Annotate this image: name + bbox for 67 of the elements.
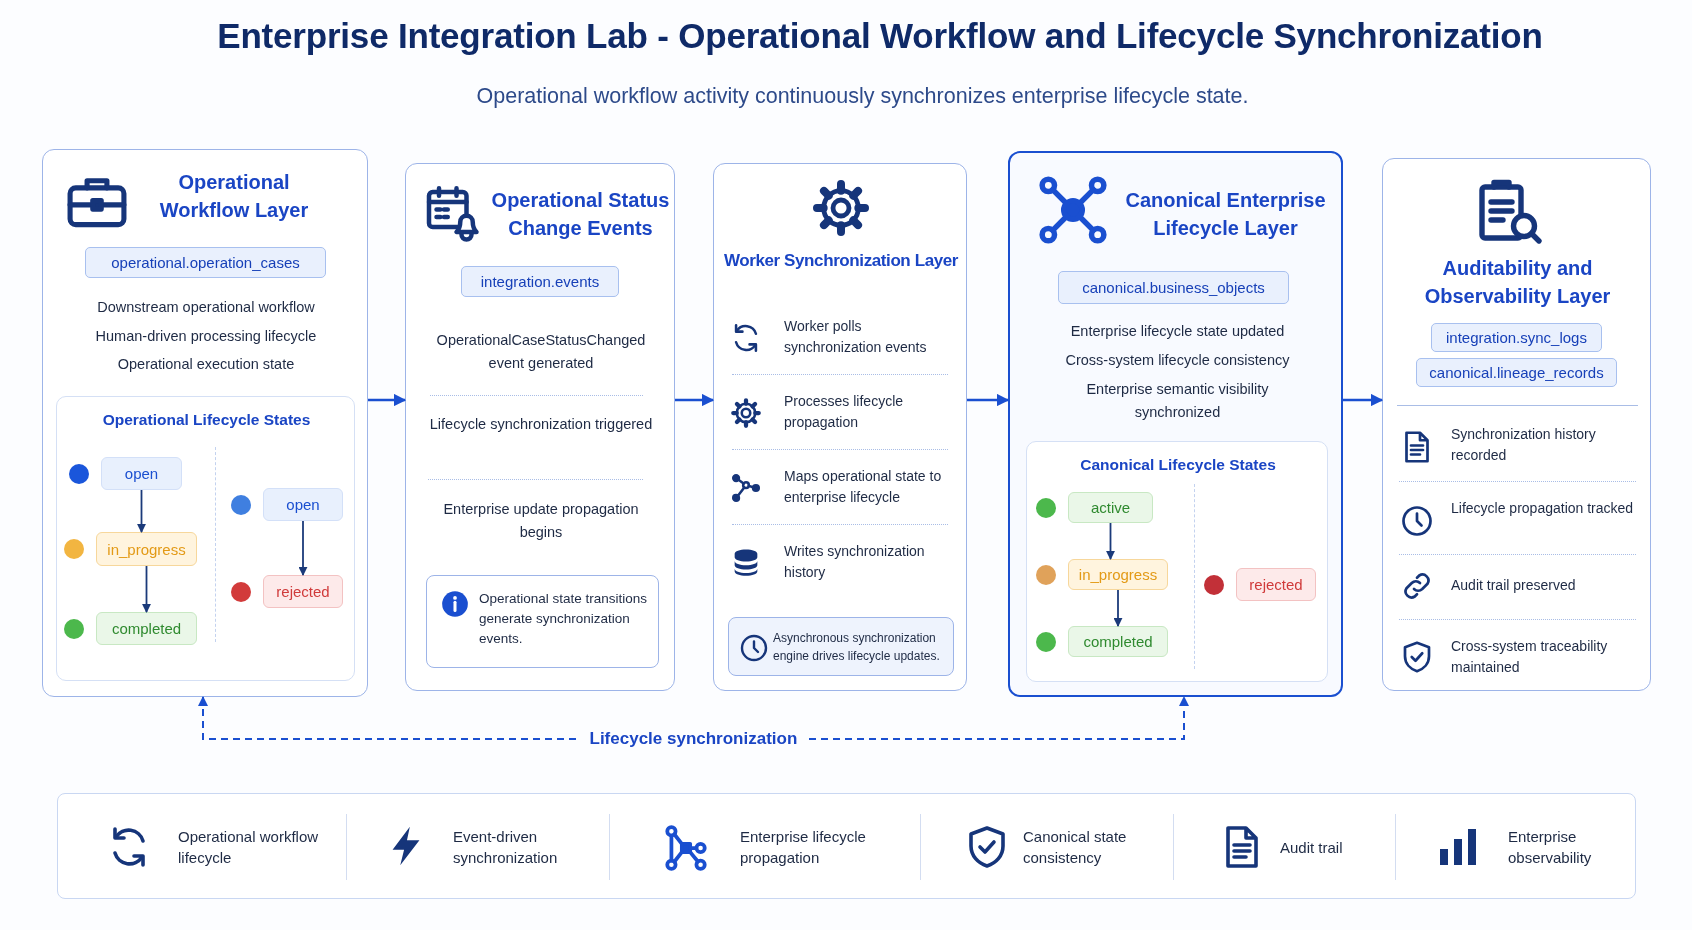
step-text: Worker polls synchronization events xyxy=(784,317,928,357)
description-text: Downstream operational workflow xyxy=(96,298,316,317)
arrow xyxy=(368,393,407,407)
section-title: Canonical Lifecycle States xyxy=(1079,455,1277,475)
arrow xyxy=(142,565,151,613)
panel-card xyxy=(1008,151,1343,697)
status-tag: open xyxy=(263,488,343,521)
step-text: Lifecycle propagation tracked xyxy=(1451,499,1635,518)
description-text: Human-driven processing lifecycle xyxy=(94,327,318,346)
description-text: Enterprise lifecycle state updated xyxy=(1069,322,1286,341)
note-text: Asynchronous synchronization engine drives lifecycle updates. xyxy=(773,630,941,665)
feature-text: Enterprise lifecycle propagation xyxy=(740,827,867,868)
feature-text: Canonical state consistency xyxy=(1023,827,1128,868)
description-text: OperationalCaseStatusChanged event generated xyxy=(435,331,647,373)
status-tag: completed xyxy=(96,612,197,645)
arrow xyxy=(298,520,308,576)
panel-title: Worker Synchronization Layer xyxy=(722,250,960,272)
subtitle: Operational workflow activity continuously synchronizes enterprise lifecycle state. xyxy=(475,84,1250,110)
description-text: Lifecycle synchronization triggered xyxy=(428,415,654,434)
status-tag: active xyxy=(1068,492,1153,523)
panel-title: Auditability and Observability Layer xyxy=(1423,256,1612,309)
panel-title: Operational Workflow Layer xyxy=(158,170,310,223)
feature-text: Audit trail xyxy=(1280,837,1344,858)
feature-text: Event-driven synchronization xyxy=(453,827,559,868)
arrow xyxy=(137,489,146,533)
status-tag: in_progress xyxy=(1068,559,1168,590)
note-text: Operational state transitions generate synchronization events. xyxy=(479,590,649,648)
step-text: Audit trail preserved xyxy=(1451,576,1577,595)
panel-card xyxy=(713,163,967,691)
panel-card xyxy=(405,163,675,691)
status-tag: rejected xyxy=(263,575,343,608)
feature-band xyxy=(57,793,1636,899)
status-tag: in_progress xyxy=(96,532,197,566)
panel-card xyxy=(42,149,368,697)
feature-text: Operational workflow lifecycle xyxy=(178,827,320,868)
status-tag: rejected xyxy=(1236,568,1316,601)
arrow xyxy=(1343,393,1384,407)
step-text: Synchronization history recorded xyxy=(1451,425,1597,465)
table-name-tag: integration.sync_logs xyxy=(1431,323,1602,352)
description-text: Enterprise semantic visibility synchronized xyxy=(1085,380,1270,422)
status-tag: open xyxy=(101,457,182,490)
arrow xyxy=(967,393,1010,407)
table-name-tag: operational.operation_cases xyxy=(85,247,326,278)
states-panel xyxy=(56,396,355,681)
panel-card xyxy=(1382,158,1651,691)
section-title: Operational Lifecycle States xyxy=(101,410,312,430)
status-tag: completed xyxy=(1068,626,1168,657)
feature-text: Enterprise observability xyxy=(1508,827,1593,868)
diagram-title: Enterprise Integration Lab - Operational Workflow and Lifecycle Synchronization xyxy=(216,16,1544,57)
arrow xyxy=(675,393,715,407)
description-text: Enterprise update propagation begins xyxy=(442,500,640,542)
states-panel xyxy=(1026,441,1328,682)
step-text: Maps operational state to enterprise lifecycle xyxy=(784,467,943,507)
step-text: Cross-system traceability maintained xyxy=(1451,637,1609,677)
description-text: Cross-system lifecycle consistency xyxy=(1064,351,1291,370)
table-name-tag: canonical.business_objects xyxy=(1058,271,1289,304)
panel-title: Operational Status Change Events xyxy=(490,188,671,241)
arrow xyxy=(1106,522,1115,560)
step-text: Processes lifecycle propagation xyxy=(784,392,905,432)
info-note xyxy=(426,575,659,668)
arrow xyxy=(1113,589,1123,627)
description-text: Operational execution state xyxy=(116,355,296,374)
info-note xyxy=(728,617,954,676)
step-text: Writes synchronization history xyxy=(784,542,926,582)
panel-title: Canonical Enterprise Lifecycle Layer xyxy=(1124,188,1327,241)
table-name-tag: integration.events xyxy=(461,266,619,297)
table-name-tag: canonical.lineage_records xyxy=(1416,358,1617,387)
